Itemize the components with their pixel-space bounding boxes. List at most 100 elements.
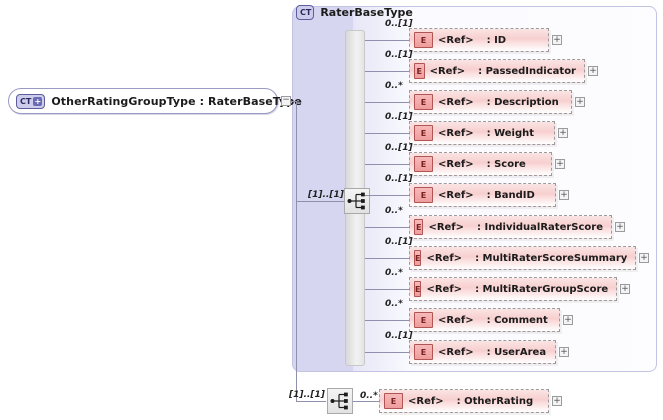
element-box[interactable]: E <Ref> : MultiRaterScoreSummary xyxy=(409,246,636,270)
element-ref-label: <Ref> xyxy=(438,96,474,108)
element-row[interactable]: E <Ref> : BandID + xyxy=(409,183,569,207)
element-name-label: : ID xyxy=(486,34,507,46)
element-box[interactable]: E<Ref>: Comment xyxy=(409,308,560,332)
element-row[interactable]: E <Ref> : MultiRaterScoreSummary + xyxy=(409,246,649,270)
root-node-otherratinggrouptype[interactable]: CT + OtherRatingGroupType : RaterBaseTyp… xyxy=(8,88,302,114)
element-row[interactable]: E <Ref> : IndividualRaterScore + xyxy=(409,215,625,239)
element-cardinality: 0..[1] xyxy=(385,331,413,341)
expand-icon[interactable]: + xyxy=(588,66,598,76)
expand-icon[interactable]: + xyxy=(555,159,565,169)
element-name-label: : Score xyxy=(486,158,526,170)
connector-element-2 xyxy=(365,102,409,103)
element-row[interactable]: E <Ref> : ID + xyxy=(409,28,562,52)
ratebasetype-title: RaterBaseType xyxy=(320,6,413,19)
element-name-label: : UserArea xyxy=(486,346,547,358)
connector-element-1 xyxy=(365,71,409,72)
element-ref-label: <Ref> xyxy=(438,158,474,170)
plus-icon: + xyxy=(33,96,43,106)
element-ref-label: <Ref> xyxy=(429,65,466,77)
element-cardinality: 0..[1] xyxy=(385,112,413,122)
connector-element-3 xyxy=(365,133,409,134)
element-badge-icon: E xyxy=(414,187,433,203)
element-cardinality: 0..* xyxy=(385,81,403,91)
expand-icon[interactable]: + xyxy=(559,347,569,357)
complextype-icon: CT + xyxy=(16,93,46,109)
element-cardinality: 0..[1] xyxy=(385,19,413,29)
element-row[interactable]: E<Ref>: Weight+ xyxy=(409,121,568,145)
expand-icon[interactable]: + xyxy=(639,253,649,263)
element-name-label: : OtherRating xyxy=(456,395,534,407)
element-box[interactable]: E <Ref> : BandID xyxy=(409,183,556,207)
element-box[interactable]: E <Ref> : Description xyxy=(409,90,572,114)
element-row[interactable]: E<Ref>: PassedIndicator+ xyxy=(409,59,598,83)
element-row[interactable]: E<Ref>: Comment+ xyxy=(409,308,573,332)
element-name-label: : Weight xyxy=(486,127,535,139)
element-ref-label: <Ref> xyxy=(426,283,463,295)
element-name-label: : MultiRaterGroupScore xyxy=(475,283,609,295)
element-row[interactable]: E <Ref> : Description + xyxy=(409,90,585,114)
connector-to-seq-bottom xyxy=(296,401,326,402)
connector-element-10 xyxy=(365,352,409,353)
element-box[interactable]: E <Ref> : IndividualRaterScore xyxy=(409,215,612,239)
element-box[interactable]: E<Ref>: Weight xyxy=(409,121,555,145)
element-box-otherrating[interactable]: E <Ref> : OtherRating xyxy=(379,389,549,413)
element-ref-label: <Ref> xyxy=(426,252,463,264)
element-ref-label: <Ref> xyxy=(438,346,474,358)
element-cardinality: 0..* xyxy=(385,206,403,216)
element-ref-label: <Ref> xyxy=(428,221,465,233)
sequence-compositor-top[interactable] xyxy=(344,188,370,214)
complextype-icon: CT xyxy=(296,5,315,20)
element-name-label: : Description xyxy=(486,96,559,108)
expand-icon[interactable]: + xyxy=(552,35,562,45)
connector-element-4 xyxy=(365,164,409,165)
element-badge-icon: E xyxy=(414,156,433,172)
connector-root-out xyxy=(291,101,297,102)
expand-icon[interactable]: + xyxy=(575,97,585,107)
element-cardinality: 0..* xyxy=(385,268,403,278)
expand-icon[interactable]: + xyxy=(558,128,568,138)
connector-element-5 xyxy=(365,195,409,196)
root-collapse-toggle[interactable]: − xyxy=(281,95,291,106)
element-badge-icon: E xyxy=(414,344,433,360)
bottom-sequence-cardinality: [1]..[1] xyxy=(289,390,325,400)
element-box[interactable]: E <Ref> : ID xyxy=(409,28,549,52)
element-ref-label: <Ref> xyxy=(438,34,474,46)
element-badge-icon: E xyxy=(414,250,422,266)
element-ref-label: <Ref> xyxy=(438,314,474,326)
element-row[interactable]: E <Ref> : UserArea + xyxy=(409,340,569,364)
element-box[interactable]: E<Ref>: PassedIndicator xyxy=(409,59,585,83)
element-box[interactable]: E <Ref> : Score xyxy=(409,152,552,176)
element-ref-label: <Ref> xyxy=(438,189,474,201)
expand-icon[interactable]: + xyxy=(615,222,625,232)
element-row[interactable]: E <Ref> : Score + xyxy=(409,152,565,176)
element-name-label: : MultiRaterScoreSummary xyxy=(475,252,628,264)
connector-element-8 xyxy=(365,289,409,290)
expand-icon[interactable]: + xyxy=(620,284,630,294)
element-row-otherrating[interactable]: E <Ref> : OtherRating + xyxy=(379,389,562,413)
element-box[interactable]: E <Ref> : UserArea xyxy=(409,340,556,364)
expand-icon[interactable]: + xyxy=(559,190,569,200)
element-badge-icon: E xyxy=(414,219,424,235)
sequence-compositor-bottom[interactable] xyxy=(327,388,353,414)
element-badge-icon: E xyxy=(414,312,433,328)
otherrating-cardinality: 0..* xyxy=(360,391,378,401)
expand-icon[interactable]: + xyxy=(563,315,573,325)
element-name-label: : BandID xyxy=(486,189,535,201)
element-cardinality: 0..[1] xyxy=(385,237,413,247)
element-badge-icon: E xyxy=(414,32,433,48)
element-name-label: : IndividualRaterScore xyxy=(477,221,603,233)
connector-bottom-seq-out xyxy=(353,401,379,402)
sequence-cardinality-top: [1]..[1] xyxy=(308,190,344,200)
sequence-icon xyxy=(347,192,365,210)
element-box[interactable]: E<Ref>: MultiRaterGroupScore xyxy=(409,277,617,301)
element-cardinality: 0..[1] xyxy=(385,50,413,60)
connector-element-0 xyxy=(365,40,409,41)
connector-element-6 xyxy=(365,227,409,228)
connector-element-9 xyxy=(365,320,409,321)
element-row[interactable]: E<Ref>: MultiRaterGroupScore+ xyxy=(409,277,630,301)
element-badge-icon: E xyxy=(414,94,433,110)
complextype-body-panel xyxy=(293,7,353,371)
expand-icon[interactable]: + xyxy=(552,396,562,406)
connector-element-7 xyxy=(365,258,409,259)
